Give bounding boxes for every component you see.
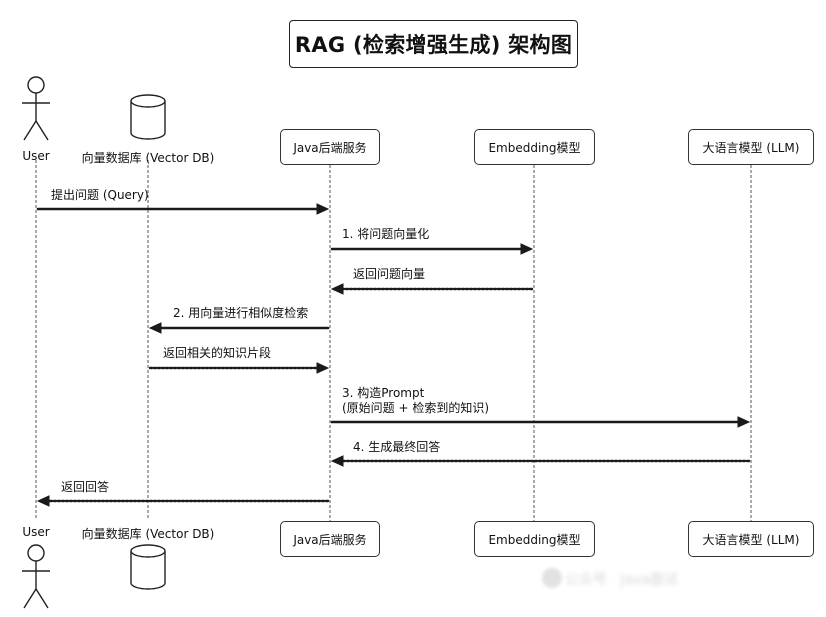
message-label-6-line1: 3. 构造Prompt bbox=[342, 386, 425, 400]
message-label-8: 返回回答 bbox=[61, 480, 110, 494]
participant-user-label-bottom: User bbox=[22, 525, 50, 539]
participant-embedding-bottom: Embedding模型 bbox=[474, 521, 595, 557]
vector-db-cylinder-icon-top bbox=[130, 94, 166, 140]
participant-vector-db-label-top: 向量数据库 (Vector DB) bbox=[81, 151, 215, 165]
message-arrowhead-8 bbox=[36, 495, 50, 507]
participant-java-service-bottom: Java后端服务 bbox=[280, 521, 380, 557]
user-actor-icon-top bbox=[22, 76, 50, 141]
message-label-4: 2. 用向量进行相似度检索 bbox=[173, 306, 309, 320]
message-arrowhead-7 bbox=[330, 455, 344, 467]
diagram-title: RAG (检索增强生成) 架构图 bbox=[289, 20, 578, 68]
message-arrowhead-5 bbox=[316, 362, 330, 374]
participant-user-label-top: User bbox=[22, 149, 50, 163]
message-label-5: 返回相关的知识片段 bbox=[163, 346, 272, 360]
message-label-7: 4. 生成最终回答 bbox=[353, 440, 441, 454]
watermark: 公众号 · Java面试 bbox=[565, 572, 678, 588]
message-arrowhead-1 bbox=[316, 203, 330, 215]
message-label-1: 提出问题 (Query) bbox=[51, 188, 149, 202]
message-arrowhead-3 bbox=[330, 283, 344, 295]
participant-llm-bottom: 大语言模型 (LLM) bbox=[688, 521, 814, 557]
watermark-icon bbox=[542, 568, 562, 588]
user-actor-icon-bottom bbox=[22, 544, 50, 609]
message-label-2: 1. 将问题向量化 bbox=[342, 227, 430, 241]
message-arrowhead-4 bbox=[148, 322, 162, 334]
message-arrowhead-6 bbox=[737, 416, 751, 428]
participant-embedding-top: Embedding模型 bbox=[474, 129, 595, 165]
message-arrowhead-2 bbox=[520, 243, 534, 255]
participant-vector-db-label-bottom: 向量数据库 (Vector DB) bbox=[81, 527, 215, 541]
participant-llm-top: 大语言模型 (LLM) bbox=[688, 129, 814, 165]
message-label-3: 返回问题向量 bbox=[353, 267, 426, 281]
participant-java-service-top: Java后端服务 bbox=[280, 129, 380, 165]
vector-db-cylinder-icon-bottom bbox=[130, 544, 166, 590]
message-label-6-line2: (原始问题 + 检索到的知识) bbox=[342, 401, 490, 415]
